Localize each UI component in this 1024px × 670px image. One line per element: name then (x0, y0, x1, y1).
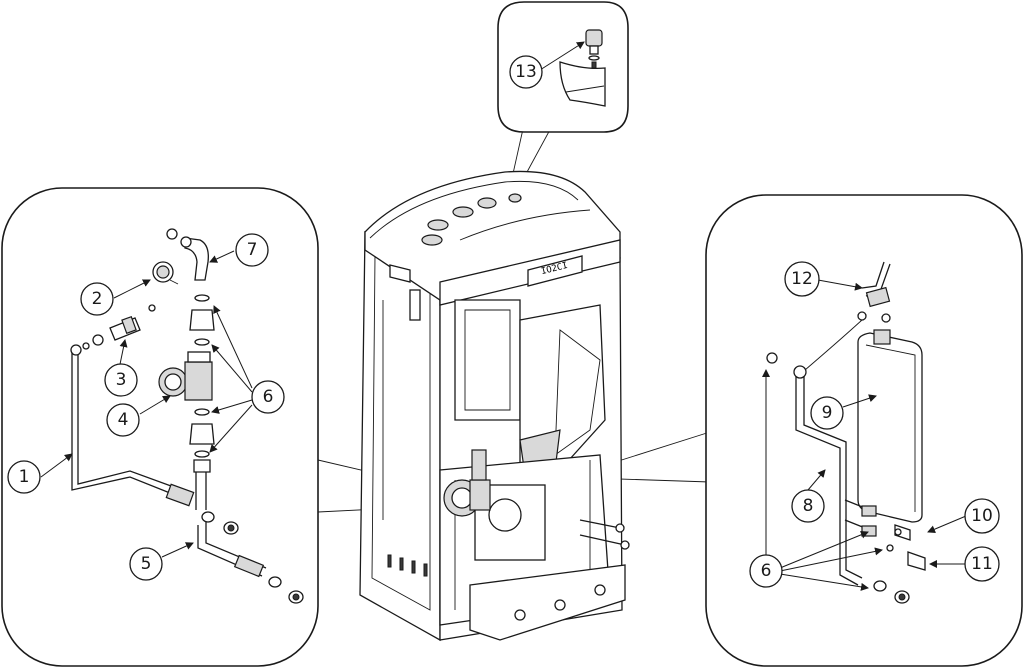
left-parts-assembly (70, 228, 304, 604)
callout-3-label: 3 (116, 370, 127, 390)
callout-8: 8 (791, 489, 825, 523)
callout-13-label: 13 (515, 62, 537, 82)
top-parts-assembly (539, 29, 606, 107)
callout-9-label: 9 (822, 403, 833, 423)
left-leaders (40, 250, 253, 558)
callout-12-label: 12 (791, 269, 813, 289)
callout-13: 13 (509, 55, 543, 89)
callout-6-left: 6 (251, 380, 285, 414)
body-pump (443, 449, 491, 517)
callout-12: 12 (784, 261, 820, 297)
callout-7: 7 (235, 233, 269, 267)
callout-10: 10 (964, 498, 1000, 534)
callout-5: 5 (129, 547, 163, 581)
callout-3: 3 (104, 363, 138, 397)
callout-7-label: 7 (247, 240, 258, 260)
callout-1-label: 1 (19, 467, 30, 487)
callout-4-label: 4 (118, 410, 129, 430)
callout-11: 11 (964, 546, 1000, 582)
callout-9: 9 (810, 396, 844, 430)
callout-11-label: 11 (971, 554, 993, 574)
callout-4: 4 (106, 403, 140, 437)
right-parts-assembly (766, 261, 926, 604)
callout-2: 2 (80, 282, 114, 316)
callout-6-right: 6 (749, 554, 783, 588)
detail-panel-left (1, 187, 319, 667)
callout-6-right-label: 6 (761, 561, 772, 581)
control-display: IO2CI (527, 255, 583, 287)
callout-6-left-label: 6 (263, 387, 274, 407)
callout-2-label: 2 (92, 289, 103, 309)
callout-5-label: 5 (141, 554, 152, 574)
callout-8-label: 8 (803, 496, 814, 516)
callout-10-label: 10 (971, 506, 993, 526)
boiler-cabinet: IO2CI (359, 170, 630, 642)
callout-1: 1 (7, 460, 41, 494)
right-leaders (762, 279, 967, 591)
